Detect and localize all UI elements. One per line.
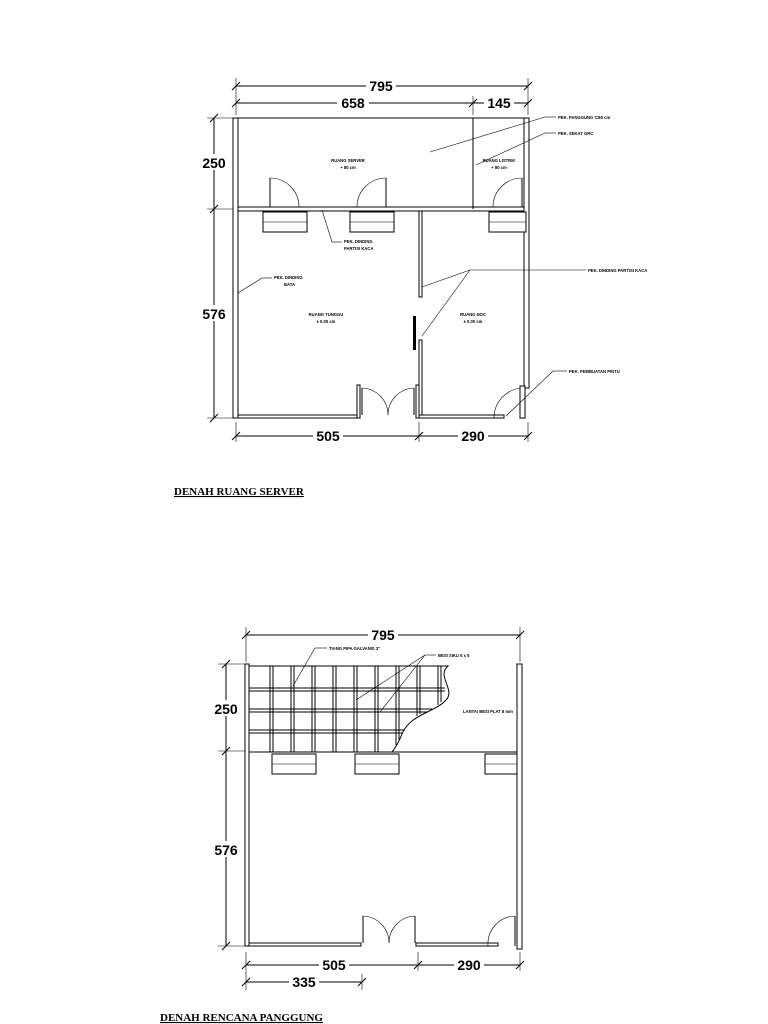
plan1-walls <box>232 117 530 419</box>
door-noc <box>493 385 526 419</box>
plan1-dim-bottom-right: 290 <box>461 428 485 444</box>
note-lantai-besi: LANTAI BESI PLAT 8 mm <box>463 709 513 714</box>
note-besi-siku: BESI SIKU 5 x 5 <box>438 653 470 658</box>
plan1-wall-right <box>523 117 530 389</box>
plan2-wall-left <box>244 663 250 947</box>
door-listrik <box>488 177 527 233</box>
plan2-walls <box>244 663 523 950</box>
plan2-dimensions: 795 250 576 505 290 <box>212 627 525 990</box>
plan1-room-labels: RUANG SERVER + 80 cm RUANG LISTRIK + 80 … <box>309 158 516 324</box>
plan1-dim-top-total: 795 <box>369 78 393 94</box>
stage-grid-outline <box>248 665 450 753</box>
note-dinding-bata-1: PEK. DINDING <box>274 275 303 280</box>
plan1-dim-left-bottom: 576 <box>202 306 226 322</box>
room-noc-name: RUANG NOC <box>460 312 486 317</box>
plan2-doors <box>362 915 516 947</box>
plan2-wall-bottom-left <box>248 942 362 947</box>
plan1-dim-top-left: 658 <box>341 95 365 111</box>
plan1-title: DENAH RUANG SERVER <box>174 486 305 498</box>
note-sekat-grc: PEK. SEKAT GRC <box>558 131 593 136</box>
note-partisi-kaca-2: PARTISI KACA <box>344 246 373 251</box>
plan2-wall-right <box>516 663 523 950</box>
plan2-title: DENAH RENCANA PANGGUNG <box>160 1012 323 1024</box>
plan1-wall-noc-top <box>418 210 423 298</box>
door-waiting-double <box>361 387 415 416</box>
door-server-right <box>349 177 395 233</box>
plan1-dim-bottom-left: 505 <box>316 428 340 444</box>
plan2-dim-bottom-left: 505 <box>322 957 346 973</box>
plan1-wall-bottom-left <box>237 414 361 419</box>
note-dinding-bata-2: BATA <box>284 282 295 287</box>
plan1-dim-left-top: 250 <box>202 155 226 171</box>
note-partisi-noc: PEK. DINDING PARTISI KACA <box>588 268 647 273</box>
note-partisi-kaca-1: PEK. DINDING <box>344 239 373 244</box>
plan-server-room: 795 658 145 250 576 <box>174 78 647 498</box>
stage-grid-lines <box>249 666 445 752</box>
plan2-dim-bottom-sub: 335 <box>292 974 316 990</box>
door-server-left <box>262 177 308 233</box>
plan1-doors <box>262 177 527 419</box>
note-tiang-pipa: TIANG PIPA GALVANIS 3" <box>329 646 380 651</box>
plan1-dim-top-right: 145 <box>487 95 511 111</box>
room-listrik-level: + 80 cm <box>491 165 507 170</box>
plan1-wall-left <box>232 117 239 419</box>
note-pembuatan-pintu: PEK. PEMBUATAN PINTU <box>569 369 620 374</box>
room-server-level: + 80 cm <box>340 165 356 170</box>
plan1-dimensions: 795 658 145 250 576 <box>200 78 533 444</box>
room-noc-level: ± 0.00 cm <box>464 319 483 324</box>
plan1-annotations: PEK. PANGGUNG t=80 cm PEK. SEKAT GRC PEK… <box>237 115 647 417</box>
room-tunggu-name: RUANG TUNGGU <box>309 312 344 317</box>
room-server-name: RUANG SERVER <box>331 158 365 163</box>
note-panggung: PEK. PANGGUNG t=80 cm <box>558 115 610 120</box>
plan2-dim-left-bottom: 576 <box>214 842 238 858</box>
room-tunggu-level: ± 0.00 cm <box>317 319 336 324</box>
plan2-wall-bottom-mid <box>415 942 499 947</box>
plan2-stage-grid <box>248 665 518 775</box>
room-listrik-name: RUANG LISTRIK <box>483 158 516 163</box>
plan2-dim-bottom-right: 290 <box>457 957 481 973</box>
plan-stage: 795 250 576 505 290 <box>160 627 525 1024</box>
plan2-dim-top-total: 795 <box>371 627 395 643</box>
plan2-annotations: TIANG PIPA GALVANIS 3" BESI SIKU 5 x 5 L… <box>292 646 513 714</box>
plan2-dim-left-top: 250 <box>214 701 238 717</box>
plan1-wall-bottom-mid <box>415 414 505 419</box>
